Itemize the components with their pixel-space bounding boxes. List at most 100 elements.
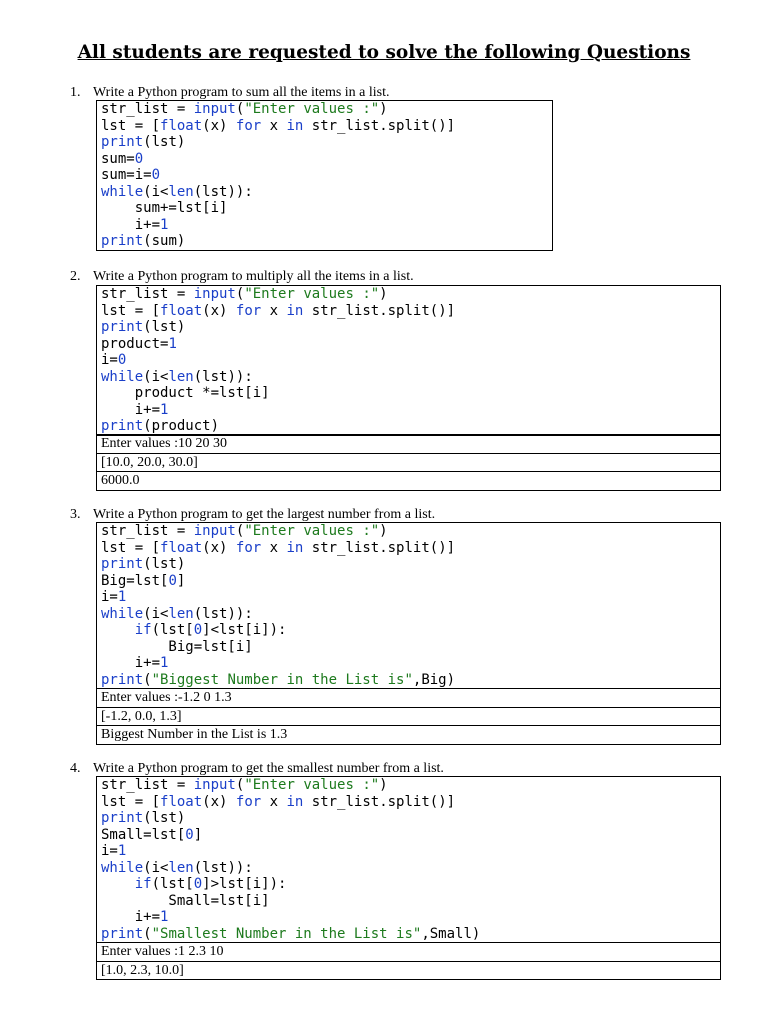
code-token: i= [101,352,118,368]
question-text: Write a Python program to get the smalle… [93,761,444,776]
code-token: ) [379,777,388,793]
code-line: print("Smallest Number in the List is",S… [101,926,720,943]
code-token: 0 [193,876,203,892]
code-line: Big=lst[i] [101,639,720,656]
code-line: lst = [float(x) for x in str_list.split(… [101,794,720,811]
code-token: 1 [160,216,169,233]
code-line: sum+=lst[i] [101,200,552,217]
code-token: lst = [ [101,302,161,319]
code-token: ( [235,523,245,539]
code-token: (x) [202,539,236,556]
code-token: print [101,925,144,942]
code-token: ] [193,826,203,843]
code-token: "Enter values :" [244,286,380,302]
code-line: Small=lst[i] [101,893,720,910]
question-number: 3. [70,507,81,522]
code-token: print [101,319,144,335]
code-token: (x) [202,793,236,810]
code-token: (lst) [143,810,186,826]
question-2: 2.Write a Python program to multiply all… [70,269,414,285]
code-token: (i< [143,368,169,385]
code-token: str_list.split()] [303,117,456,134]
question-number: 1. [70,85,81,100]
code-token: if [134,622,152,638]
code-line: print(lst) [101,810,720,827]
code-token: float [160,302,203,319]
code-token: for [235,302,262,319]
code-token: 0 [117,352,127,368]
code-token: print [101,671,144,688]
code-token: str_list = [101,523,194,539]
code-line: product *=lst[i] [101,385,720,402]
code-token: len [168,859,194,876]
code-token: str_list = [101,777,194,793]
code-token: (lst) [143,134,186,150]
code-token: (x) [202,117,236,134]
code-token: (product) [143,418,220,434]
code-token: while [101,605,144,622]
code-token: product *=lst[i] [101,385,270,401]
code-token: sum=i= [101,167,152,183]
code-token: print [101,134,144,150]
code-line: while(i<len(lst)): [101,369,720,386]
code-token: ( [143,925,152,942]
code-token: len [168,605,194,622]
code-token: print [101,556,144,572]
code-token: in [286,539,304,556]
code-token: ,Small) [421,925,481,942]
code-token: (x) [202,302,236,319]
code-token: "Enter values :" [244,523,380,539]
code-token: for [235,539,262,556]
code-line: print(lst) [101,319,720,336]
question-number: 2. [70,269,81,284]
code-block: str_list = input("Enter values :")lst = … [96,776,721,943]
code-line: Small=lst[0] [101,827,720,844]
code-token: x [261,539,287,556]
code-token: for [235,117,262,134]
code-line: product=1 [101,336,720,353]
code-token: len [168,183,194,200]
output-block: Enter values :1 2.3 10[1.0, 2.3, 10.0] [96,942,721,980]
code-token: x [261,117,287,134]
code-token: "Enter values :" [244,777,380,793]
code-line: print(lst) [101,556,720,573]
code-token: (i< [143,183,169,200]
code-token: lst = [ [101,117,161,134]
code-block: str_list = input("Enter values :")lst = … [96,522,721,689]
code-token: ,Big) [412,671,456,688]
code-token: ) [379,101,388,117]
code-token: 1 [160,655,169,671]
code-line: if(lst[0]<lst[i]): [101,622,720,639]
code-token: i+= [101,216,161,233]
output-block: Enter values :-1.2 0 1.3[-1.2, 0.0, 1.3]… [96,688,721,745]
code-token: str_list.split()] [303,793,456,810]
output-line: Biggest Number in the List is 1.3 [97,725,720,744]
code-token: in [286,302,304,319]
code-token: (lst[ [151,876,194,892]
code-token: ( [235,777,245,793]
code-token: ]<lst[i]): [202,622,287,638]
code-token: ] [176,572,186,589]
code-token: Small=lst[ [101,826,186,843]
code-token: while [101,368,144,385]
code-token: 0 [193,622,203,638]
code-token: "Smallest Number in the List is" [151,925,422,942]
output-line: [-1.2, 0.0, 1.3] [97,706,720,726]
code-block: str_list = input("Enter values :")lst = … [96,100,553,251]
code-token: for [235,793,262,810]
code-line: i+=1 [101,217,552,234]
code-line: print(product) [101,418,720,435]
code-token: (i< [143,605,169,622]
code-token [101,876,135,892]
code-line: while(i<len(lst)): [101,606,720,623]
code-token: 1 [117,589,127,605]
question-1: 1. Write a Python program to sum all the … [70,85,390,101]
question-text: Write a Python program to sum all the it… [93,85,390,100]
code-token: input [193,777,236,793]
code-line: i=0 [101,352,720,369]
code-token: i= [101,589,118,605]
code-token: str_list.split()] [303,302,456,319]
code-token: x [261,302,287,319]
code-token: lst = [ [101,539,161,556]
code-token: (lst)): [193,859,253,876]
